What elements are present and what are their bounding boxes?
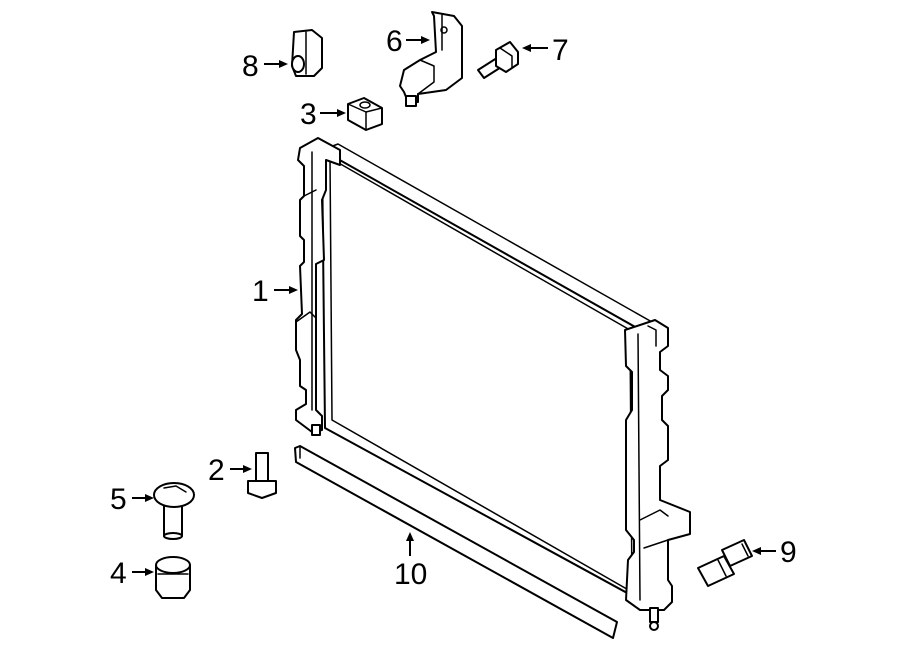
callout-3: 3 (300, 98, 317, 131)
callout-4: 4 (110, 557, 127, 590)
callout-7: 7 (552, 34, 569, 67)
bracket-part (399, 11, 463, 107)
nut-clip-part (347, 97, 383, 131)
callout-9: 9 (780, 536, 797, 569)
callout-6: 6 (386, 25, 403, 58)
callout-10: 10 (394, 558, 427, 591)
seal-strip-part (294, 445, 618, 639)
bolt-angled-part (477, 41, 519, 79)
mount-bushing-part (153, 482, 195, 540)
clip-part (291, 29, 323, 77)
callout-labels: 1 2 3 4 5 6 7 8 9 10 (110, 25, 797, 591)
sensor-part (697, 539, 753, 587)
bolt-part (247, 452, 277, 499)
callout-8: 8 (242, 50, 259, 83)
radiator-part (295, 137, 691, 631)
callout-1: 1 (252, 275, 269, 308)
callout-5: 5 (110, 483, 127, 516)
insulator-part (155, 556, 191, 599)
callout-2: 2 (208, 454, 225, 487)
callout-arrows (132, 36, 776, 576)
